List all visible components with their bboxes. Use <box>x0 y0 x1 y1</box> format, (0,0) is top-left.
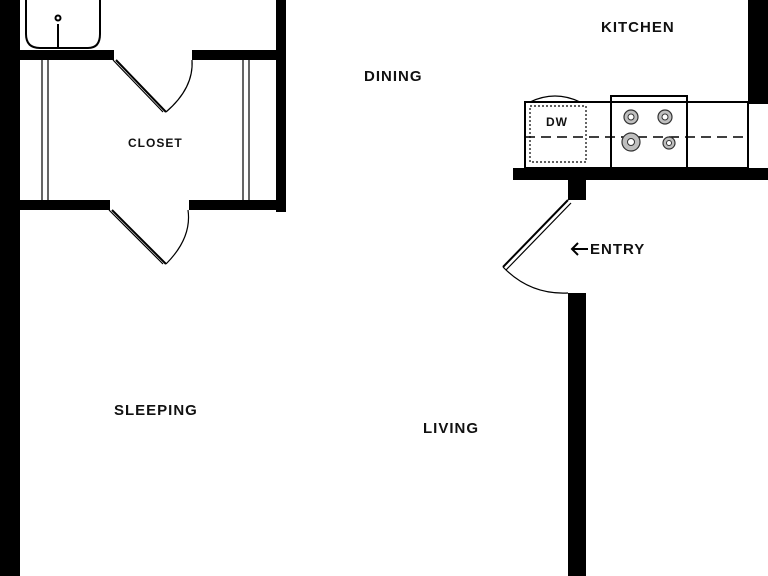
closet-door-top <box>112 59 193 113</box>
room-label-closet: CLOSET <box>128 136 183 150</box>
dishwasher-label: DW <box>546 115 568 129</box>
entry-door <box>502 199 572 294</box>
room-label-entry: ENTRY <box>590 241 645 258</box>
room-label-dining: DINING <box>364 68 423 85</box>
wall-kitchen-right <box>748 0 768 104</box>
room-label-living: LIVING <box>423 420 479 437</box>
wall-closet-bottom-right <box>189 200 286 210</box>
room-label-sleeping: SLEEPING <box>114 402 198 419</box>
wall-left-exterior <box>0 0 20 576</box>
bathtub-icon <box>25 0 101 49</box>
wall-bath-right <box>276 0 286 56</box>
room-label-kitchen: KITCHEN <box>601 19 675 36</box>
closet-door-bottom <box>108 209 190 265</box>
wall-entry-stub <box>568 176 586 200</box>
wall-kitchen-bottom <box>513 168 768 180</box>
wall-closet-top-right <box>192 50 286 60</box>
wall-living-right <box>568 293 586 576</box>
closet-rods <box>41 60 250 200</box>
wall-closet-top-left <box>20 50 114 60</box>
wall-closet-right <box>276 56 286 212</box>
arrow-left-icon <box>570 242 588 256</box>
dishwasher: DW <box>524 95 612 169</box>
stove-icon <box>610 95 688 169</box>
wall-closet-bottom-left <box>20 200 110 210</box>
